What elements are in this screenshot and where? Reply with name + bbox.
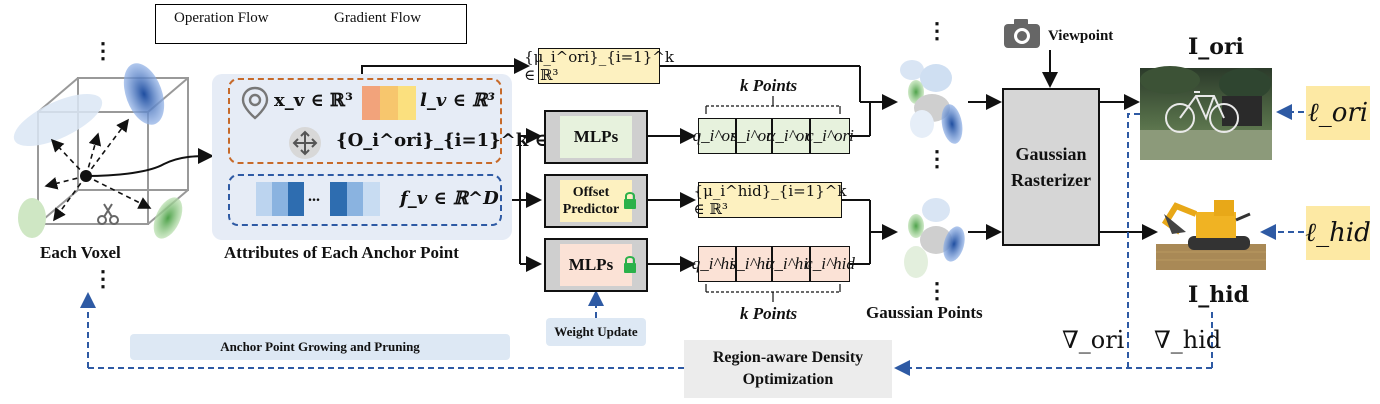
legend-box	[155, 4, 467, 44]
feature-ellipsis: ...	[308, 188, 320, 205]
voxel-to-anchor-arrow	[85, 148, 214, 177]
camera-icon	[1004, 19, 1040, 48]
viewpoint-label: Viewpoint	[1048, 28, 1114, 44]
gaussian-rasterizer-box: Gaussian Rasterizer	[1002, 88, 1100, 246]
region-line2: Optimization	[742, 371, 834, 388]
mlp-bottom-module: MLPs	[544, 238, 648, 292]
legend-operation-label: Operation Flow	[174, 10, 269, 26]
loss-ori-box: ℓ_ori	[1306, 86, 1370, 140]
feature-attr: f_v ∈ ℝ^D	[400, 188, 499, 209]
attr-cell-hid-scale: s_i^hid	[730, 246, 778, 282]
anchor-geometry-box	[228, 78, 502, 164]
k-points-bracket-bottom	[705, 284, 841, 302]
weight-update-label: Weight Update	[546, 318, 646, 346]
gaussian-points-cluster-top	[900, 60, 963, 144]
loss-hid-box: ℓ_hid	[1305, 206, 1371, 260]
attr-cell-ori-scale: s_i^ori	[731, 118, 777, 154]
rendered-image-ori	[1140, 66, 1272, 160]
k-points-bracket-top	[705, 96, 841, 114]
attr-cell-hid-opacity: α_i^hid	[765, 246, 817, 282]
region-aware-density-box: Region-aware Density Optimization	[684, 340, 892, 398]
anchor-feature-box	[228, 174, 502, 226]
offset-predictor-line1: Offset	[572, 185, 610, 200]
attr-cell-hid-rotation: q_i^hid	[692, 246, 742, 282]
offset-attr: {O_i^ori}_{i=1}^k ∈ ℝ³	[336, 130, 577, 151]
voxel-arrows	[44, 118, 152, 222]
scissors-icon	[97, 203, 119, 225]
image-hid-label: I_hid	[1188, 282, 1250, 308]
k-points-bottom-label: k Points	[740, 304, 798, 323]
rendered-image-hid	[1156, 200, 1266, 270]
position-attr: x_v ∈ ℝ³	[274, 90, 353, 111]
output-to-gaussian-lines	[842, 102, 898, 265]
gaussian-points-cluster-bottom	[904, 198, 965, 278]
lock-icon-mlp	[624, 256, 636, 273]
mu-ori-box: {μ_i^ori}_{i=1}^k ∈ ℝ³	[524, 48, 674, 84]
loss-ori-text: ℓ_ori	[1307, 98, 1369, 128]
mu-hid-box: {μ_i^hid}_{i=1}^k ∈ ℝ³	[694, 182, 846, 218]
attr-cell-hid-color: c_i^hid	[805, 246, 855, 282]
feature-bar-left	[256, 182, 304, 216]
rasterizer-line1: Gaussian	[1015, 144, 1087, 164]
scale-attr: l_v ∈ ℝ³	[420, 90, 495, 111]
attr-cell-ori-color: c_i^ori	[806, 118, 854, 154]
mlp-bottom-label: MLPs	[560, 244, 632, 286]
legend-gradient-label: Gradient Flow	[334, 10, 422, 26]
mu-hid-text: {μ_i^hid}_{i=1}^k ∈ ℝ³	[693, 182, 847, 218]
gaussian-dots-2: ⋮	[926, 146, 948, 171]
gaussian-dots-1: ⋮	[926, 18, 948, 43]
voxel-dots-bottom: ⋮	[92, 266, 114, 291]
region-line1: Region-aware Density	[712, 349, 864, 366]
gaussian-points-label: Gaussian Points	[866, 303, 983, 322]
image-ori-label: I_ori	[1188, 34, 1244, 60]
lock-icon-offset	[624, 192, 636, 209]
gradient-flow-lines	[80, 113, 1213, 376]
location-pin-icon	[241, 86, 269, 120]
offset-predictor-line2: Predictor	[562, 202, 620, 217]
voxel-gaussian-blue	[123, 63, 165, 125]
voxel-dots-top: ⋮	[92, 38, 114, 63]
attr-cell-ori-rotation: q_i^ori	[693, 118, 741, 154]
mu-ori-text: {μ_i^ori}_{i=1}^k ∈ ℝ³	[524, 48, 674, 84]
gradient-ori-label: ∇_ori	[1062, 326, 1125, 354]
mlp-top-module: MLPs	[544, 110, 648, 164]
mlp-top-label: MLPs	[560, 116, 632, 158]
voxel-gaussian-green-right	[153, 197, 183, 239]
voxel-gaussian-blue-large	[13, 93, 103, 147]
move-arrows-icon	[289, 127, 321, 159]
anchor-growing-label: Anchor Point Growing and Pruning	[130, 334, 510, 360]
gaussian-dots-3: ⋮	[926, 278, 948, 303]
gradient-hid-label: ∇_hid	[1154, 326, 1222, 354]
voxel-label: Each Voxel	[40, 243, 121, 262]
feature-bar-right	[330, 182, 381, 216]
loss-hid-text: ℓ_hid	[1305, 218, 1371, 248]
scale-color-bar	[362, 86, 416, 120]
rasterizer-line2: Rasterizer	[1011, 170, 1091, 190]
attr-cell-ori-opacity: α_i^ori	[766, 118, 816, 154]
k-points-top-label: k Points	[740, 76, 798, 95]
voxel-gaussian-green-left	[18, 198, 46, 238]
anchor-panel-title: Attributes of Each Anchor Point	[224, 243, 459, 262]
